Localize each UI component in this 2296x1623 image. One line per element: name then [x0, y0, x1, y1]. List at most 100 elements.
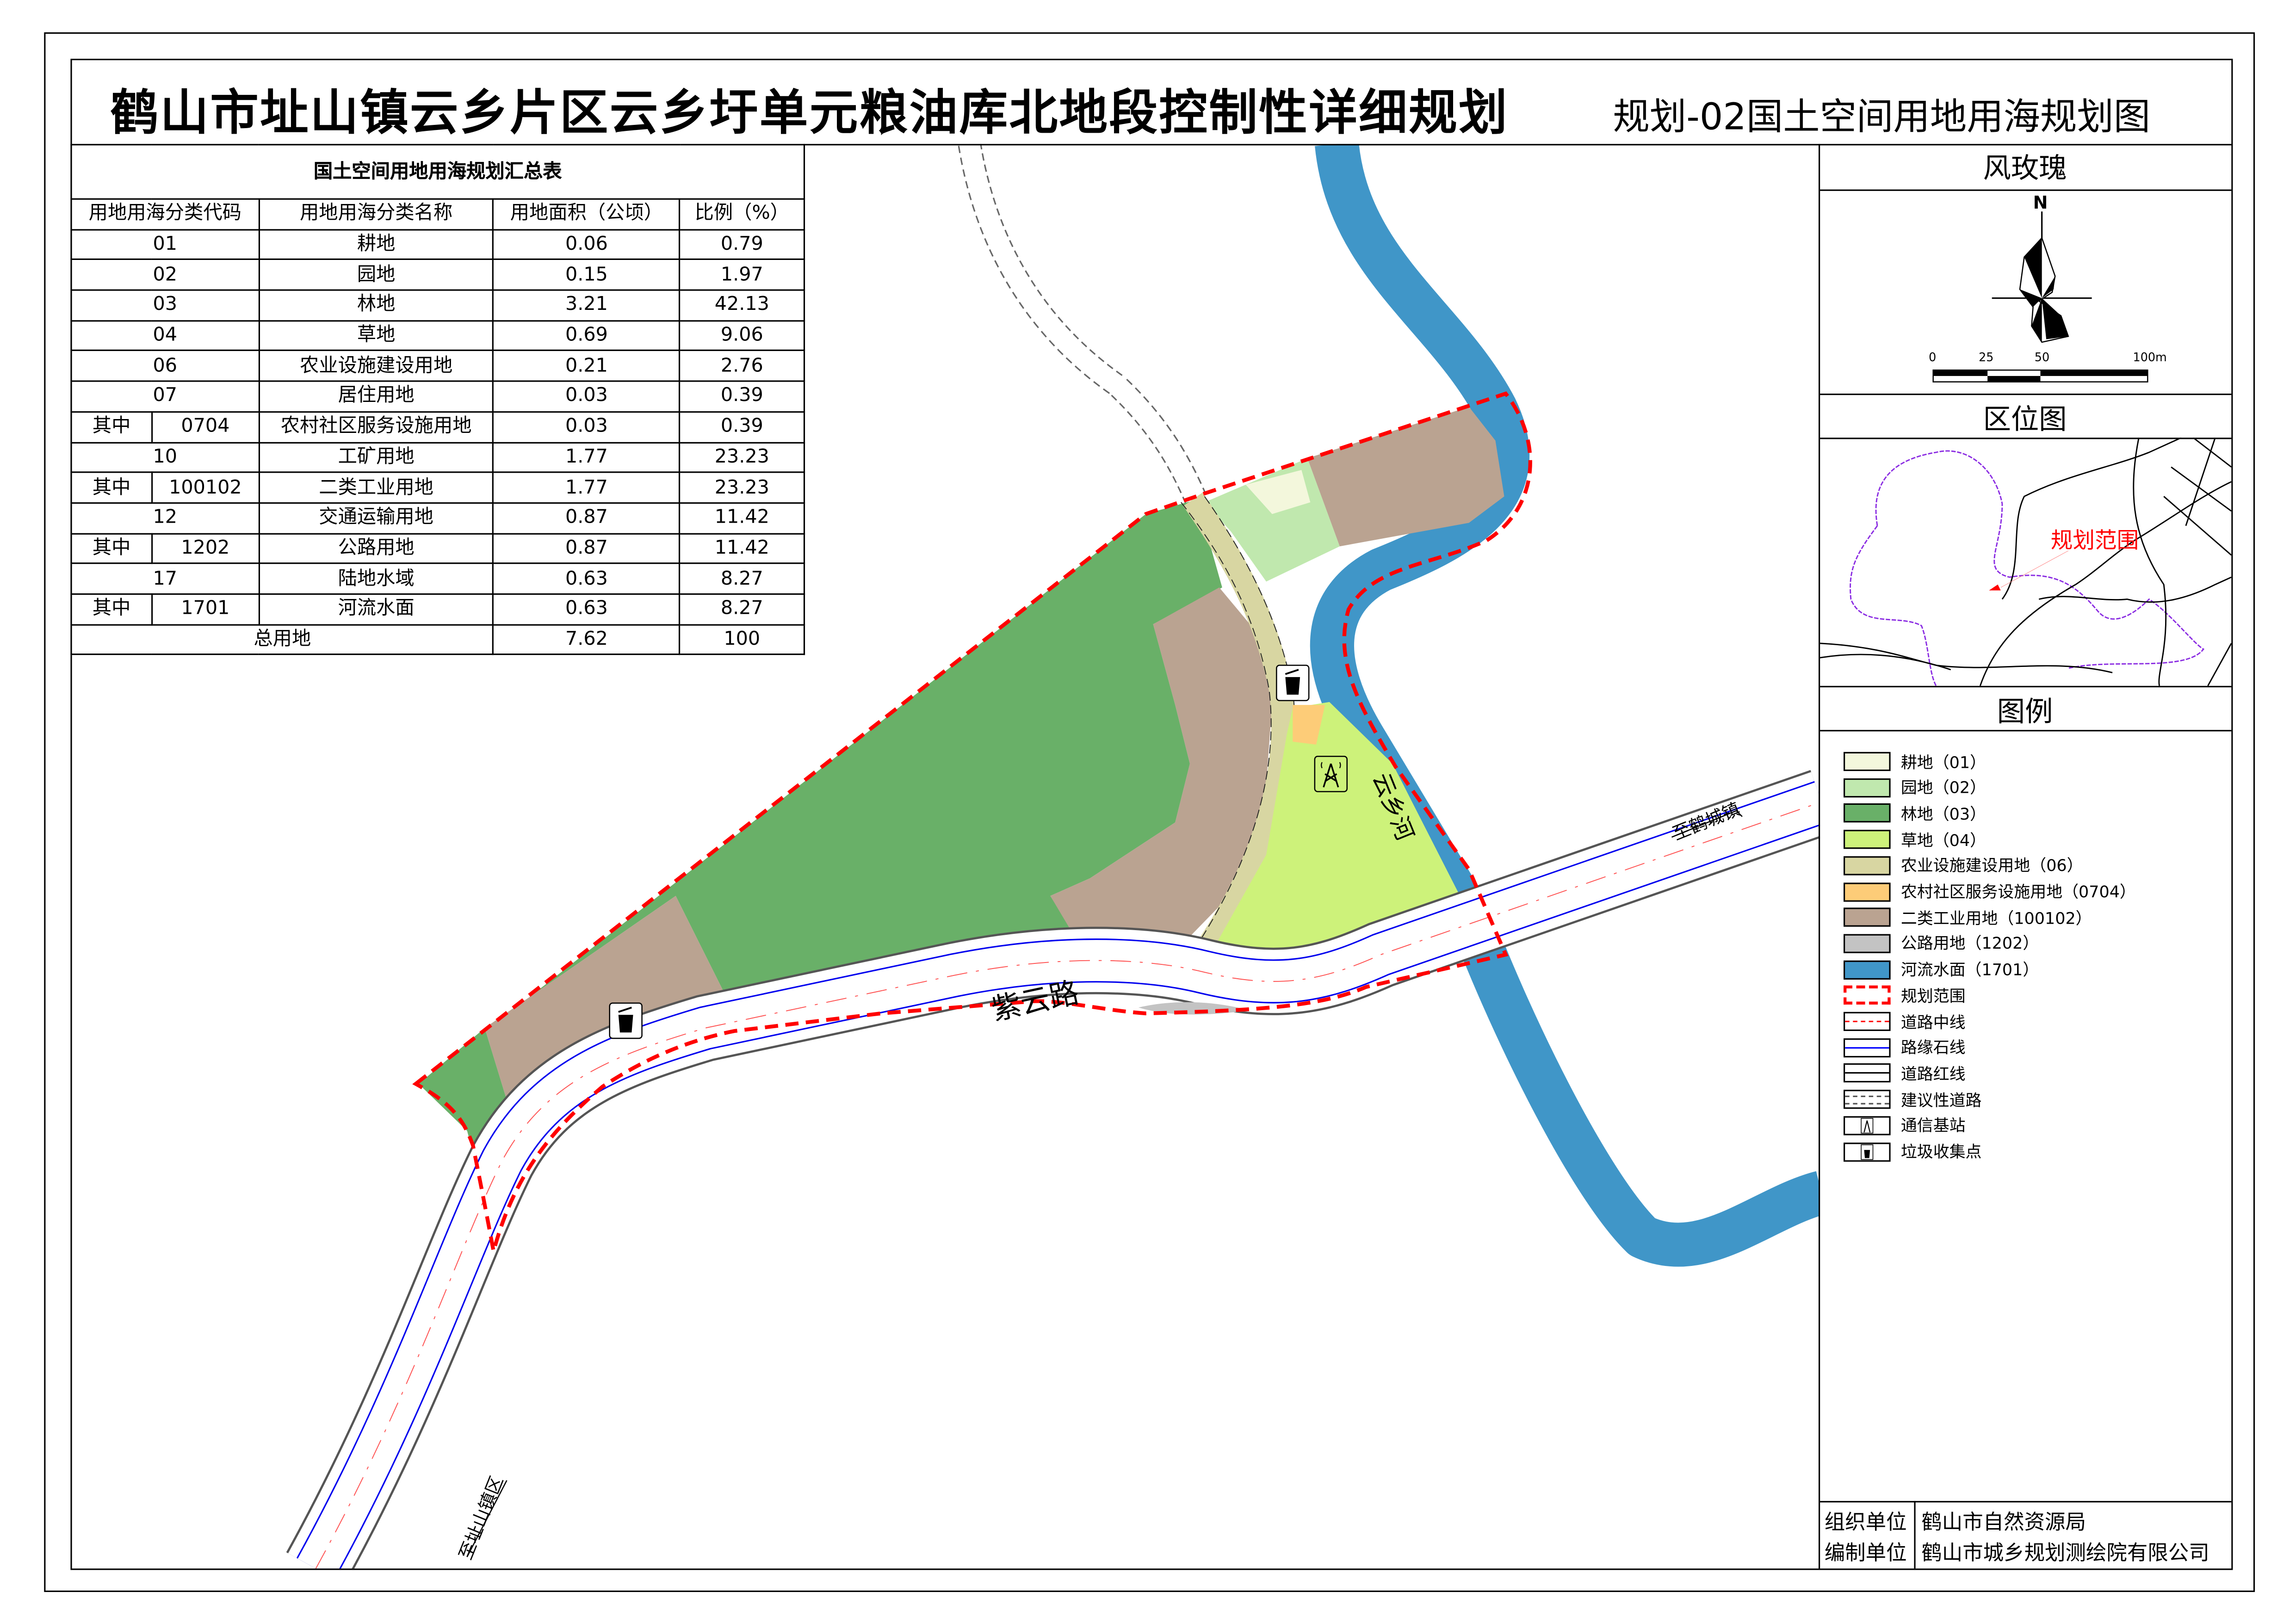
- scale-label: 25: [1979, 351, 1994, 364]
- legend-swatch: [1844, 986, 1891, 1005]
- maker-value: 鹤山市城乡规划测绘院有限公司: [1921, 1542, 2209, 1566]
- grass-land: [1213, 702, 1469, 958]
- legend-label: 路缘石线: [1900, 1038, 1966, 1058]
- legend-item: 垃圾收集点: [1844, 1141, 1981, 1163]
- divider: [1819, 438, 2232, 439]
- summary-table: 国土空间用地用海规划汇总表 用地用海分类代码 用地用海分类名称 用地面积（公顷）…: [70, 144, 805, 656]
- cell-name: 陆地水域: [258, 562, 495, 595]
- cell-ratio: 1.97: [679, 259, 805, 291]
- legend-label: 道路红线: [1900, 1064, 1966, 1084]
- outer-frame: [44, 32, 2255, 1592]
- column-header: 用地面积（公顷）: [493, 198, 681, 230]
- column-header: 用地用海分类名称: [258, 198, 495, 230]
- cell-area: 0.21: [493, 350, 681, 382]
- farmland: [1245, 470, 1311, 514]
- legend-label: 建议性道路: [1900, 1090, 1982, 1110]
- table-header: 用地用海分类代码 用地用海分类名称 用地面积（公顷） 比例（%）: [70, 198, 805, 230]
- legend-item: 道路中线: [1844, 1011, 1966, 1033]
- page-title: 鹤山市址山镇云乡片区云乡圩单元粮油库北地段控制性详细规划: [110, 83, 1509, 141]
- cell-ratio: 23.23: [679, 471, 805, 504]
- legend-label: 农村社区服务设施用地（0704）: [1900, 882, 2136, 902]
- legend-item: 规划范围: [1844, 984, 1966, 1006]
- legend-item: 道路红线: [1844, 1062, 1966, 1085]
- cell-code: 100102: [151, 471, 260, 504]
- scale-label: 50: [2034, 351, 2050, 364]
- cell-area: 0.06: [493, 228, 681, 261]
- river-water-surface: [1310, 144, 1819, 1267]
- legend-swatch: [1844, 960, 1891, 979]
- legend-label: 通信基站: [1900, 1117, 1966, 1136]
- location-map-title: 区位图: [1983, 404, 2067, 437]
- cell-code: 01: [70, 228, 260, 261]
- inner-frame: [70, 59, 2233, 1570]
- legend-item: 园地（02）: [1844, 777, 1986, 799]
- legend-swatch: [1844, 907, 1891, 927]
- map-subtitle: 规划-02国土空间用地用海规划图: [1613, 95, 2151, 138]
- table-title: 国土空间用地用海规划汇总表: [70, 144, 805, 200]
- legend-swatch: [1844, 934, 1891, 953]
- divider: [1819, 1501, 2232, 1503]
- legend-item: 二类工业用地（100102）: [1844, 907, 2092, 929]
- north-label: N: [2033, 192, 2048, 213]
- cell-ratio: 8.27: [679, 593, 805, 625]
- cell-name: 河流水面: [258, 593, 495, 625]
- cell-prefix: 其中: [70, 593, 153, 625]
- cell-name: 农业设施建设用地: [258, 350, 495, 382]
- cell-area: 0.03: [493, 411, 681, 443]
- column-header: 用地用海分类代码: [70, 198, 260, 230]
- cell-code: 10: [70, 441, 260, 474]
- cell-ratio: 8.27: [679, 562, 805, 595]
- trash-icon: [1844, 1142, 1891, 1161]
- cell-code: 12: [70, 502, 260, 534]
- cell-area: 3.21: [493, 289, 681, 321]
- cell-code: 1701: [151, 593, 260, 625]
- divider: [70, 144, 2233, 146]
- wind-rose-title: 风玫瑰: [1983, 153, 2067, 185]
- cell-code: 04: [70, 320, 260, 352]
- legend-label: 河流水面（1701）: [1900, 960, 2039, 980]
- legend-item: 耕地（01）: [1844, 751, 1986, 773]
- cell-area: 0.03: [493, 380, 681, 413]
- divider: [1819, 730, 2232, 732]
- legend-swatch: [1844, 1064, 1891, 1083]
- legend-item: 通信基站: [1844, 1114, 1966, 1136]
- legend-swatch: [1844, 882, 1891, 901]
- legend-swatch: [1844, 1090, 1891, 1109]
- total-ratio: 100: [679, 623, 805, 656]
- cell-area: 1.77: [493, 471, 681, 504]
- cell-name: 耕地: [258, 228, 495, 261]
- cell-ratio: 23.23: [679, 441, 805, 474]
- cell-ratio: 42.13: [679, 289, 805, 321]
- cell-area: 0.63: [493, 562, 681, 595]
- org-label: 组织单位: [1824, 1511, 1907, 1535]
- cell-area: 0.87: [493, 502, 681, 534]
- cell-code: 02: [70, 259, 260, 291]
- road-centerline: [315, 802, 1819, 1569]
- org-value: 鹤山市自然资源局: [1921, 1511, 2086, 1535]
- legend-label: 公路用地（1202）: [1900, 934, 2039, 954]
- cell-code: 03: [70, 289, 260, 321]
- legend-swatch: [1844, 1037, 1891, 1057]
- cell-name: 公路用地: [258, 532, 495, 565]
- divider: [1819, 685, 2232, 688]
- cell-prefix: 其中: [70, 532, 153, 565]
- legend-label: 规划范围: [1900, 987, 1966, 1006]
- site-label: 规划范围: [2050, 527, 2139, 554]
- divider: [1914, 1501, 1916, 1569]
- cell-ratio: 0.39: [679, 380, 805, 413]
- scale-bar: [1932, 369, 2148, 383]
- legend-title: 图例: [1997, 696, 2053, 728]
- rural-service-land: [1293, 705, 1325, 745]
- cell-code: 17: [70, 562, 260, 595]
